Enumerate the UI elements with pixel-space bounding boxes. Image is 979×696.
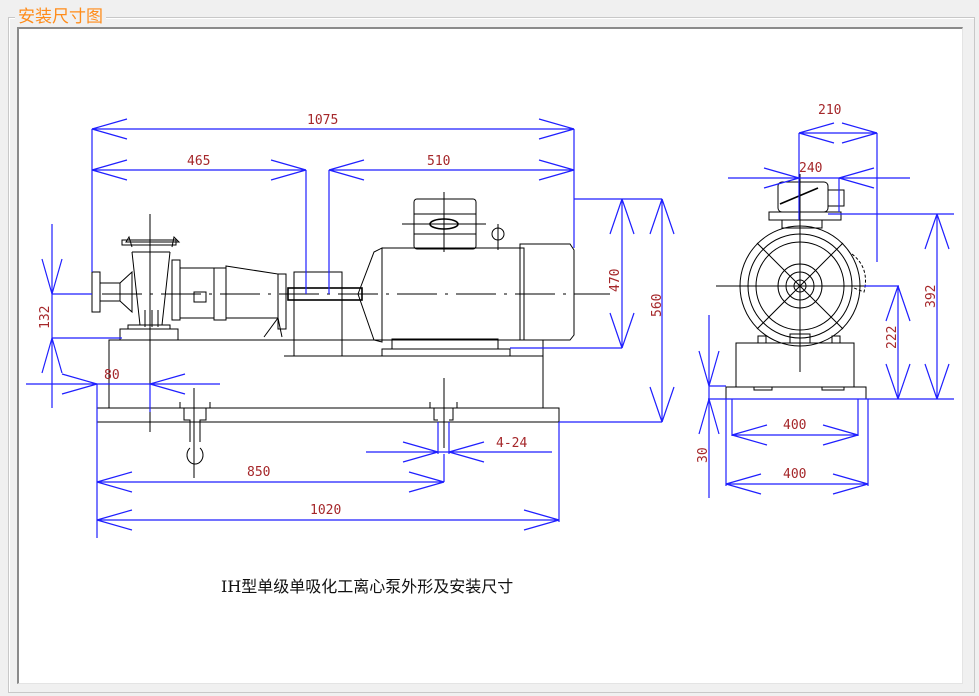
end-view-dimensions	[698, 122, 954, 498]
anchor-hook	[186, 447, 204, 465]
installation-drawing-group	[8, 17, 975, 693]
base-rail	[96, 407, 560, 423]
dim-total-height: 560	[650, 294, 665, 317]
dim-bolt-holes: 4-24	[496, 436, 527, 451]
dim-foot-offset: 80	[104, 368, 120, 383]
outlet-flange	[121, 239, 177, 246]
dim-outlet-width: 240	[799, 161, 822, 176]
end-view-pump	[716, 174, 872, 400]
dim-overall-height: 392	[924, 285, 939, 308]
end-terminal-box	[777, 181, 829, 213]
dim-base-inner-width: 400	[783, 418, 806, 433]
anchor-bolt-right	[429, 402, 458, 421]
dim-motor-height: 470	[608, 269, 623, 292]
dim-inlet-height: 132	[38, 306, 53, 329]
dim-base-thickness: 30	[696, 447, 711, 463]
motor-fan-cover	[519, 243, 575, 341]
coupling-guard	[293, 271, 343, 357]
drawing-caption: IH型单级单吸化工离心泵外形及安装尺寸	[221, 577, 513, 596]
dim-bolt-spacing: 850	[247, 465, 270, 480]
inlet-flange	[91, 271, 101, 313]
group-title: 安装尺寸图	[15, 7, 106, 27]
anchor-bolt-left	[179, 402, 211, 442]
side-view-pump	[91, 192, 610, 478]
end-pedestal	[735, 342, 855, 388]
dim-motor-length: 510	[427, 154, 450, 169]
dim-top-width: 210	[818, 103, 841, 118]
dim-pump-to-coupling: 465	[187, 154, 210, 169]
drawing-canvas: 1075 465 510 470 560 132 80 4-24 850 102…	[17, 27, 963, 684]
dim-base-length: 1020	[310, 503, 341, 518]
dim-shaft-height: 222	[885, 326, 900, 349]
end-base	[725, 386, 867, 400]
dim-overall-length: 1075	[307, 113, 338, 128]
dim-base-outer-width: 400	[783, 467, 806, 482]
base-block	[108, 339, 544, 409]
side-view-dimensions	[26, 118, 675, 538]
pump-installation-drawing: 1075 465 510 470 560 132 80 4-24 850 102…	[26, 103, 954, 596]
